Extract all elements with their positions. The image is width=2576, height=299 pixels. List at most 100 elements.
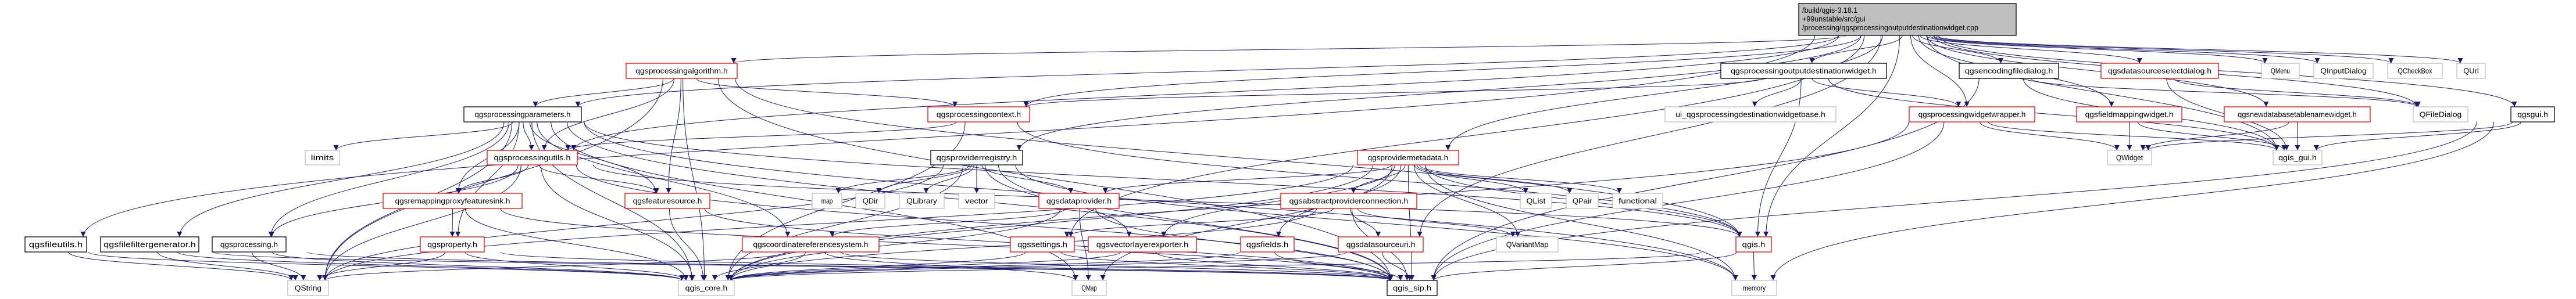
node-property[interactable]: qgsproperty.h xyxy=(420,236,485,253)
node-dataprov[interactable]: qgsdataprovider.h xyxy=(1038,193,1120,209)
node-fileutils[interactable]: qgsfileutils.h xyxy=(24,236,87,253)
edge-abstrconn-to-QVariantMap xyxy=(1357,208,1516,237)
edge-qgis-to-memory xyxy=(1751,251,1757,281)
node-fieldmap[interactable]: qgsfieldmappingwidget.h xyxy=(2076,106,2182,123)
node-outwidget[interactable]: qgsprocessingoutputdestinationwidget.h xyxy=(1720,63,1887,79)
node-label: qgsprocessing.h xyxy=(220,241,278,249)
node-label: qgsfieldmappingwidget.h xyxy=(2085,111,2174,119)
edge-abstrconn-to-dsuri xyxy=(1350,208,1381,237)
node-QLibrary[interactable]: QLibrary xyxy=(899,193,945,209)
node-settings[interactable]: qgssettings.h xyxy=(1010,236,1075,253)
node-qgsgui[interactable]: qgsgui.h xyxy=(2510,106,2555,123)
node-label: QList xyxy=(1527,197,1546,206)
node-ui[interactable]: ui_qgsprocessingdestinationwidgetbase.h xyxy=(1664,106,1837,123)
node-crs[interactable]: qgscoordinatereferencesystem.h xyxy=(742,236,880,253)
edge-algorithm-to-context xyxy=(696,78,957,107)
node-box xyxy=(1731,280,1777,296)
node-memory[interactable]: memory xyxy=(1731,280,1777,296)
node-dsseldlg[interactable]: qgsdatasourceselectdialog.h xyxy=(2100,63,2219,79)
node-label: qgsvectorlayerexporter.h xyxy=(1096,241,1188,249)
edge-utils-to-qgis xyxy=(593,164,1742,237)
edge-registry-to-QString xyxy=(322,164,944,281)
node-wrapper[interactable]: qgsprocessingwidgetwrapper.h xyxy=(1909,106,2035,123)
node-processing[interactable]: qgsprocessing.h xyxy=(212,236,287,253)
node-utils[interactable]: qgsprocessingutils.h xyxy=(487,150,578,165)
edge-fields-to-qgis_sip xyxy=(1274,251,1403,281)
node-abstrconn[interactable]: qgsabstractproviderconnection.h xyxy=(1280,193,1417,209)
edge-cpp-to-qgis_gui xyxy=(1927,35,2280,151)
edge-utils-to-qgis_sip xyxy=(576,164,1394,281)
node-label: qgsprocessingparameters.h xyxy=(475,111,571,119)
edge-params-to-limits xyxy=(333,121,513,151)
node-algorithm[interactable]: qgsprocessingalgorithm.h xyxy=(626,63,738,79)
node-functional[interactable]: functional xyxy=(1612,193,1663,209)
node-registry[interactable]: qgsproviderregistry.h xyxy=(930,150,1023,165)
node-label: QCheckBox xyxy=(2398,67,2432,75)
node-QCheckBox[interactable]: QCheckBox xyxy=(2387,63,2443,79)
node-newdb[interactable]: qgsnewdatabasetablenamewidget.h xyxy=(2224,106,2371,123)
node-box xyxy=(927,106,1030,123)
edge-metadata-to-QString xyxy=(322,164,1353,281)
node-QList[interactable]: QList xyxy=(1520,193,1552,209)
node-QDir[interactable]: QDir xyxy=(855,193,885,209)
node-label: qgis.h xyxy=(1742,241,1766,249)
edge-dsuri-to-qgis_core xyxy=(728,251,1348,281)
edge-registry-to-QLibrary xyxy=(923,164,974,194)
node-qgis_sip[interactable]: qgis_sip.h xyxy=(1387,280,1438,296)
node-QPair[interactable]: QPair xyxy=(1566,193,1599,209)
edge-params-to-utils xyxy=(523,121,534,151)
node-qgis_gui[interactable]: qgis_gui.h xyxy=(2273,150,2323,165)
edge-processing-to-qgis_sip xyxy=(307,251,1393,281)
node-box xyxy=(305,150,340,165)
node-label: qgsdataprovider.h xyxy=(1046,197,1112,206)
node-filefilter[interactable]: qgsfilefiltergenerator.h xyxy=(100,236,199,253)
edge-algorithm-to-qgis xyxy=(735,78,1742,237)
node-QVariantMap[interactable]: QVariantMap xyxy=(1496,236,1559,253)
node-map[interactable]: map xyxy=(812,193,842,209)
node-QInputDialog[interactable]: QInputDialog xyxy=(2313,63,2374,79)
node-QMap[interactable]: QMap xyxy=(1071,280,1107,296)
edge-wrapper-to-QWidget xyxy=(1980,121,2120,151)
edge-fields-to-qgis_core xyxy=(728,251,1240,281)
node-QFileDialog[interactable]: QFileDialog xyxy=(2413,106,2468,123)
node-label: qgsprocessingwidgetwrapper.h xyxy=(1918,111,2026,119)
node-limits[interactable]: limits xyxy=(305,150,340,165)
node-featsrc[interactable]: qgsfeaturesource.h xyxy=(624,193,710,209)
edge-qgsgui-to-qgis_gui xyxy=(2313,121,2521,151)
edge-utils-to-QString xyxy=(322,164,521,281)
node-box xyxy=(1959,63,2059,79)
node-dsuri[interactable]: qgsdatasourceuri.h xyxy=(1338,236,1424,253)
node-qgis_core[interactable]: qgis_core.h xyxy=(678,280,735,296)
node-cpp[interactable]: /build/qgis-3.18.1+99unstable/src/gui/pr… xyxy=(1798,3,2017,36)
node-label: qgsabstractproviderconnection.h xyxy=(1289,197,1409,206)
node-remap[interactable]: qgsremappingproxyfeaturesink.h xyxy=(383,193,523,209)
node-label: qgsprocessingcontext.h xyxy=(937,111,1021,119)
edge-outwidget-to-context xyxy=(1023,78,1763,107)
node-exporter[interactable]: qgsvectorlayerexporter.h xyxy=(1088,236,1197,253)
node-label: QPair xyxy=(1573,197,1592,206)
edge-registry-to-qgis_sip xyxy=(998,164,1394,281)
edge-dsseldlg-to-QFileDialog xyxy=(2173,78,2421,107)
node-box xyxy=(930,150,1023,165)
node-fields[interactable]: qgsfields.h xyxy=(1240,236,1295,253)
edge-wrapper-to-qgis_sip xyxy=(1431,121,1945,281)
edge-dsuri-to-qgis_sip xyxy=(1382,251,1413,281)
node-box xyxy=(2076,106,2182,123)
node-metadata[interactable]: qgsprovidermetadata.h xyxy=(1357,150,1459,165)
node-QString[interactable]: QString xyxy=(287,280,329,296)
node-context[interactable]: qgsprocessingcontext.h xyxy=(927,106,1030,123)
edge-qgis-to-qgis_core xyxy=(728,251,1702,281)
node-vector[interactable]: vector xyxy=(958,193,995,209)
edge-featsrc-to-qgis_core xyxy=(669,208,706,281)
edge-qgsgui-to-QWidget xyxy=(2145,121,2513,151)
node-params[interactable]: qgsprocessingparameters.h xyxy=(463,106,582,123)
edge-crs-to-QString xyxy=(322,251,786,281)
node-qgis[interactable]: qgis.h xyxy=(1735,236,1772,253)
node-QUrl[interactable]: QUrl xyxy=(2456,63,2486,79)
node-encdlg[interactable]: qgsencodingfiledialog.h xyxy=(1959,63,2059,79)
node-QWidget[interactable]: QWidget xyxy=(2107,150,2152,165)
node-label: qgsdatasourceselectdialog.h xyxy=(2108,67,2211,75)
node-QMenu[interactable]: QMenu xyxy=(2261,63,2300,79)
node-box xyxy=(678,280,735,296)
edge-cpp-to-dsseldlg xyxy=(1920,35,2142,64)
